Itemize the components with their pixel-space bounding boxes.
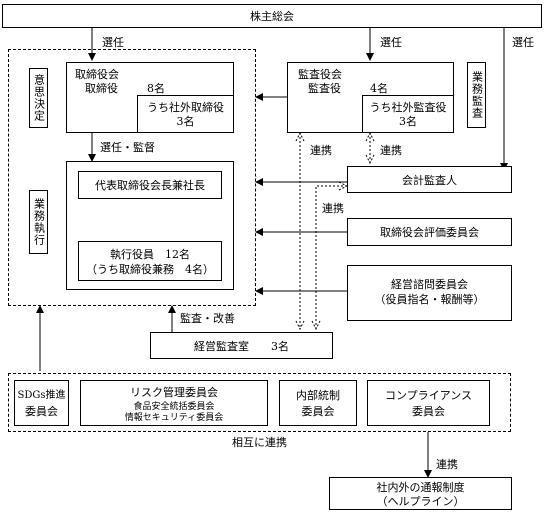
president-label: 代表取締役会長兼社長 — [95, 179, 205, 192]
evaluation-committee-label: 取締役会評価委員会 — [380, 226, 479, 239]
internal-audit-label: 経営監査室 3名 — [194, 340, 289, 353]
sdgs-committee-box: SDGs推進 委員会 — [14, 380, 69, 426]
internal-audit-box: 経営監査室 3名 — [150, 332, 333, 359]
cooperation-label-helpline: 連携 — [436, 458, 458, 471]
internal-control-subtitle: 委員会 — [301, 405, 335, 418]
decision-making-label-box: 意思決定 — [29, 68, 48, 128]
helpline-title: 社内外の通報制度 — [376, 481, 465, 494]
compliance-subtitle: 委員会 — [412, 405, 445, 418]
executive-officers-box: 執行役員 12名 （うち取締役兼務 4名） — [78, 241, 222, 281]
advisory-committee-subtitle: （役員指名・報酬等） — [374, 293, 485, 306]
executive-officers-count: 執行役員 12名 — [110, 248, 190, 261]
accounting-auditor-box: 会計監査人 — [347, 166, 512, 193]
internal-control-title: 内部統制 — [296, 389, 340, 402]
board-members-count: 8名 — [147, 82, 165, 95]
decision-making-label: 意思決定 — [32, 74, 46, 122]
business-audit-label: 業務監査 — [470, 71, 484, 119]
audit-board-members-count: 4名 — [370, 82, 388, 95]
appoint-label-auditor: 選任 — [512, 36, 534, 49]
sdgs-committee-title: SDGs推進 — [17, 390, 66, 401]
cooperation-label-2: 連携 — [380, 144, 402, 157]
audit-improve-label: 監査・改善 — [180, 312, 235, 325]
outside-auditors-count: 3名 — [399, 115, 417, 128]
shareholders-meeting-box: 株主総会 — [2, 4, 542, 28]
outside-directors-count: 3名 — [176, 115, 195, 128]
shareholders-meeting-label: 株主総会 — [250, 10, 294, 23]
evaluation-committee-box: 取締役会評価委員会 — [347, 218, 512, 246]
compliance-title: コンプライアンス — [384, 389, 472, 402]
helpline-box: 社内外の通報制度 （ヘルプライン） — [329, 477, 512, 510]
advisory-committee-title: 経営諮問委員会 — [391, 278, 468, 291]
accounting-auditor-label: 会計監査人 — [402, 174, 457, 187]
business-execution-label-box: 業務執行 — [29, 190, 48, 254]
sdgs-committee-subtitle: 委員会 — [25, 405, 58, 418]
outside-directors-label: うち社外取締役 — [147, 101, 224, 114]
outside-auditors-box: うち社外監査役 3名 — [362, 95, 454, 133]
management-dashed-area — [8, 49, 256, 306]
board-title: 取締役会 — [75, 68, 119, 81]
cooperation-label-1: 連携 — [310, 144, 332, 157]
food-safety-committee: 食品安全統括委員会 — [133, 402, 215, 412]
executive-officers-concurrent: （うち取締役兼務 4名） — [86, 263, 214, 276]
risk-committee-box: リスク管理委員会 食品安全統括委員会 情報セキュリティ委員会 — [80, 380, 268, 426]
outside-directors-box: うち社外取締役 3名 — [137, 95, 234, 133]
appoint-supervise-label: 選任・監督 — [100, 141, 155, 154]
board-members-label: 取締役 — [85, 82, 118, 95]
advisory-committee-box: 経営諮問委員会 （役員指名・報酬等） — [347, 265, 512, 321]
helpline-subtitle: （ヘルプライン） — [376, 495, 465, 508]
audit-board-title: 監査役会 — [298, 68, 342, 81]
appoint-label-board: 選任 — [102, 36, 124, 49]
appoint-label-audit: 選任 — [380, 36, 402, 49]
compliance-committee-box: コンプライアンス 委員会 — [367, 380, 490, 426]
business-audit-label-box: 業務監査 — [467, 62, 486, 128]
committees-dashed-area — [8, 373, 511, 432]
risk-committee-title: リスク管理委員会 — [130, 386, 218, 399]
audit-board-members-label: 監査役 — [308, 82, 341, 95]
president-box: 代表取締役会長兼社長 — [78, 171, 222, 199]
internal-control-committee-box: 内部統制 委員会 — [279, 380, 357, 426]
business-execution-label: 業務執行 — [32, 198, 46, 246]
outside-auditors-label: うち社外監査役 — [369, 101, 447, 114]
info-security-committee: 情報セキュリティ委員会 — [124, 413, 224, 423]
mutual-cooperation-label: 相互に連携 — [230, 436, 289, 449]
cooperation-label-3: 連携 — [322, 202, 344, 215]
